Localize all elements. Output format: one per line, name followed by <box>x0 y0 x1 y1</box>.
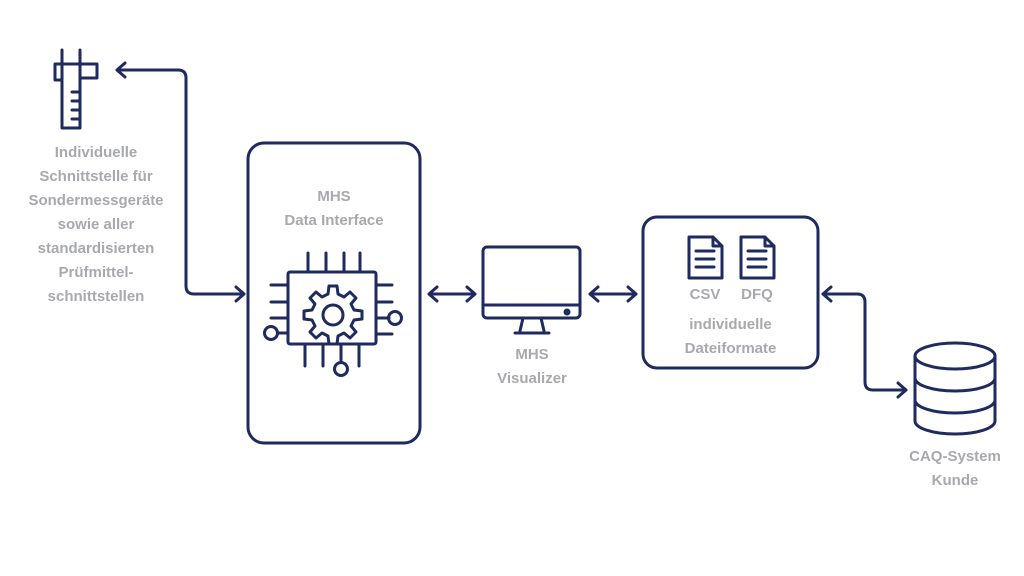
dfq-format-label: DFQ <box>727 283 787 307</box>
dfq-format-text: DFQ <box>741 286 773 303</box>
instrument-label-line: Individuelle <box>54 144 138 161</box>
connector-formats-database <box>821 285 908 399</box>
data-interface-label-line: MHS <box>317 188 351 205</box>
document-icon <box>739 235 776 280</box>
connector-visualizer-formats <box>588 285 638 303</box>
visualizer-label-line: MHS <box>515 346 549 363</box>
database-icon <box>913 341 997 436</box>
caq-system-label-line: CAQ-System <box>909 448 1001 465</box>
csv-format-text: CSV <box>689 286 721 303</box>
chip-gear-icon <box>263 251 403 377</box>
instrument-label: Individuelle Schnittstelle für Sondermes… <box>10 141 182 309</box>
caliper-icon <box>53 48 99 130</box>
file-formats-box <box>641 215 820 370</box>
monitor-icon <box>481 245 582 335</box>
instrument-label-line: Schnittstelle für <box>39 168 153 185</box>
connector-interface-visualizer <box>427 285 477 303</box>
instrument-label-line: Sondermessgeräte <box>28 192 164 209</box>
instrument-label-line: sowie aller <box>57 216 135 233</box>
caq-system-label-line: Kunde <box>931 472 979 489</box>
document-icon <box>687 235 724 280</box>
file-formats-label-line: Dateiformate <box>684 340 777 357</box>
instrument-label-line: schnittstellen <box>47 288 145 305</box>
instrument-label-line: standardisierten <box>37 240 155 257</box>
csv-format-label: CSV <box>675 283 735 307</box>
file-formats-label: individuelle Dateiformate <box>643 313 818 361</box>
visualizer-label-line: Visualizer <box>497 370 567 387</box>
connector-caliper-interface <box>115 61 246 303</box>
data-interface-label: MHS Data Interface <box>248 185 420 233</box>
instrument-label-line: Prüfmittel- <box>58 264 134 281</box>
visualizer-label: MHS Visualizer <box>472 343 592 391</box>
data-interface-box <box>246 141 422 445</box>
caq-system-label: CAQ-System Kunde <box>885 445 1024 493</box>
file-formats-label-line: individuelle <box>689 316 772 333</box>
data-interface-label-line: Data Interface <box>284 212 384 229</box>
